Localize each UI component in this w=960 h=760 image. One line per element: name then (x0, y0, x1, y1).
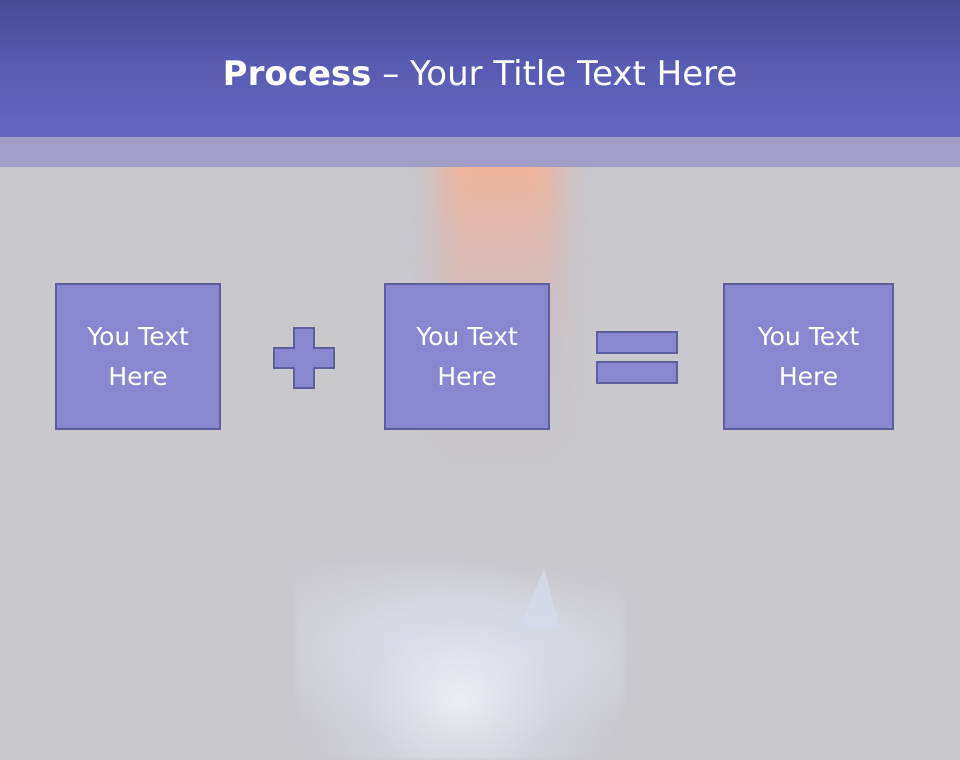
title-text: Your Title Text Here (410, 54, 738, 94)
plus-icon (273, 327, 335, 389)
equals-icon (596, 331, 678, 384)
title-bar: Process – Your Title Text Here (0, 0, 960, 137)
title-underline-band (0, 137, 960, 167)
process-box-2[interactable]: You Text Here (384, 283, 550, 430)
title-dash: – (371, 54, 411, 94)
background-ice-image (295, 560, 625, 760)
process-box-2-text: You Text Here (416, 321, 518, 391)
process-box-3-text: You Text Here (757, 321, 860, 391)
slide-title: Process – Your Title Text Here (0, 52, 960, 96)
title-bold-word: Process (222, 54, 372, 94)
process-box-1[interactable]: You Text Here (55, 283, 221, 430)
process-box-1-text: You Text Here (87, 321, 189, 391)
process-box-3[interactable]: You Text Here (723, 283, 894, 430)
